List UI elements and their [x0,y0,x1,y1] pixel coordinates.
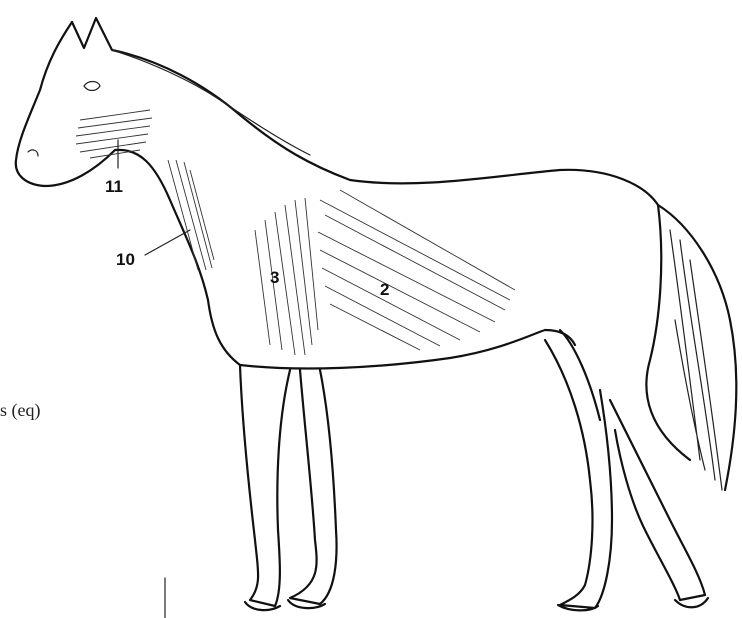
label-10: 10 [116,250,135,269]
eye [84,82,100,91]
leader-line-10 [145,230,190,255]
hind-leg-1 [545,340,612,608]
label-11: 11 [105,177,123,196]
horse-belly-outline [240,330,575,369]
horse-body-outline [72,18,736,490]
region-10-shading [168,160,214,270]
mane-line [112,50,310,155]
horse-head-outline [16,22,240,365]
nostril [28,150,38,156]
front-leg-1 [240,365,290,606]
hind-leg-2 [610,400,705,600]
horse-outline [16,18,737,610]
label-2: 2 [380,280,389,299]
margin-text: s (eq) [0,400,40,421]
region-2-shading [318,190,515,350]
label-3: 3 [270,268,279,287]
region-3-shading [255,198,318,355]
front-leg-2 [290,370,337,604]
